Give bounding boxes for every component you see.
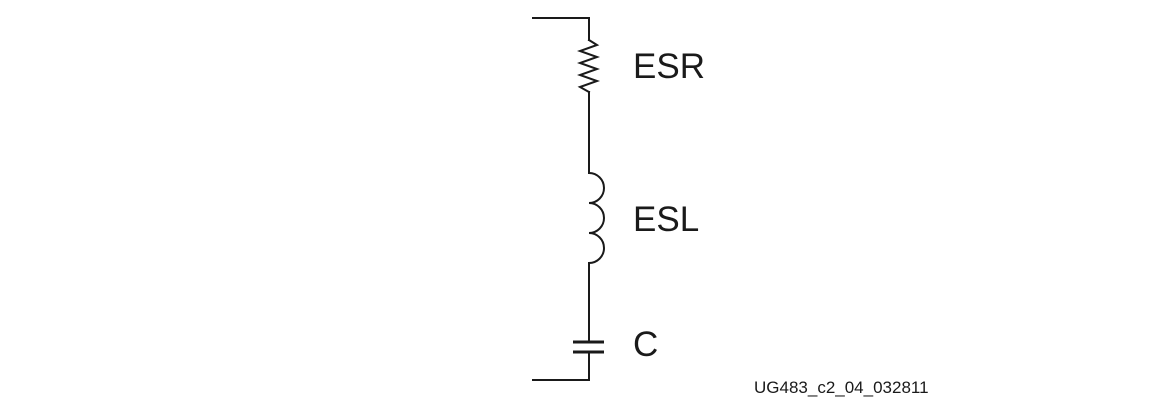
inductor-label: ESL: [633, 200, 699, 239]
inductor-symbol: [587, 171, 605, 265]
figure-id: UG483_c2_04_032811: [754, 378, 929, 397]
bottom-terminal-wire: [532, 351, 590, 381]
resistor-symbol: [576, 38, 601, 94]
top-terminal-wire: [532, 17, 590, 41]
capacitor-label: C: [633, 325, 658, 364]
resistor-label: ESR: [633, 47, 705, 86]
